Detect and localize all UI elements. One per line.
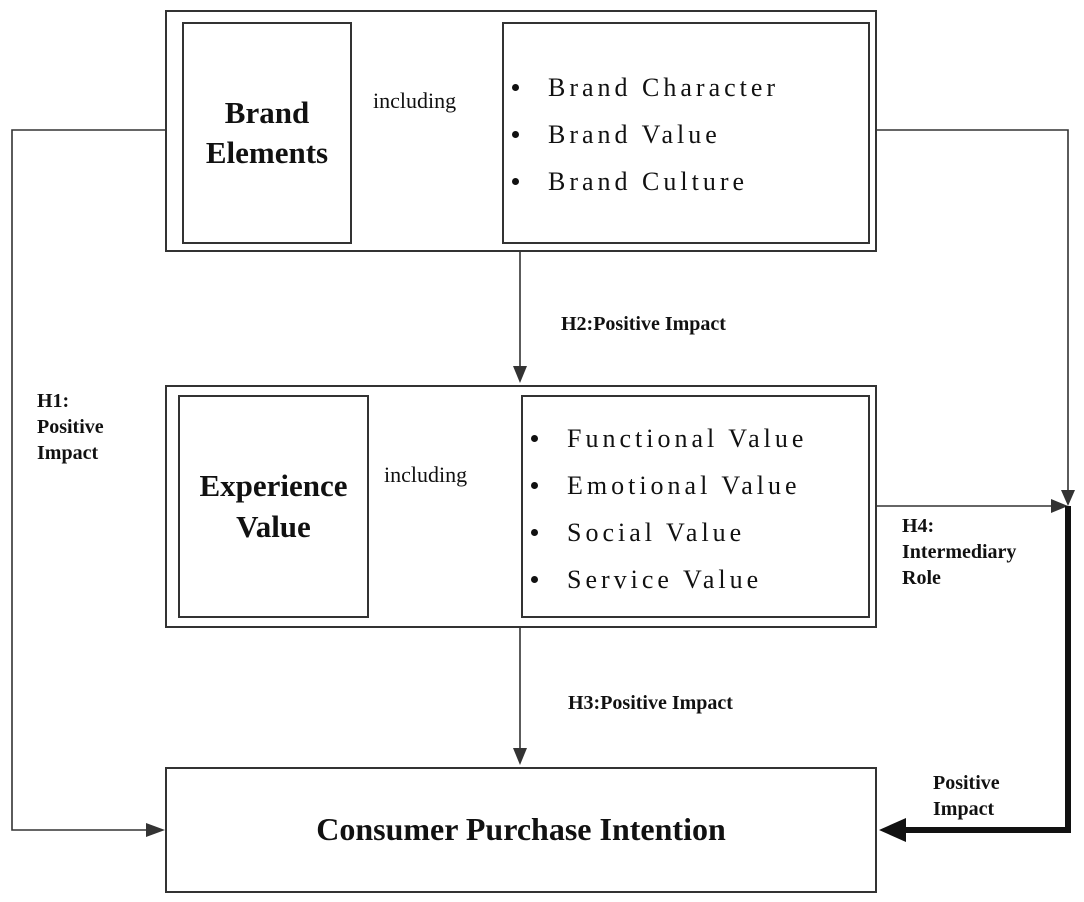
purchase-intention-box <box>165 767 877 893</box>
h4-arrowhead <box>1051 499 1068 513</box>
list-item: Brand Character <box>504 64 779 111</box>
experience-value-box <box>178 395 369 618</box>
list-item: Social Value <box>523 509 807 556</box>
h4-label-line1: H4: <box>902 515 935 537</box>
positive-impact-line2: Impact <box>933 798 995 820</box>
h3-label: H3:Positive Impact <box>568 692 733 714</box>
list-item: Emotional Value <box>523 462 807 509</box>
purchase-intention-title: Consumer Purchase Intention <box>316 811 726 848</box>
experience-components-list: Functional Value Emotional Value Social … <box>523 415 807 603</box>
h3-arrowhead <box>513 748 527 765</box>
list-item: Functional Value <box>523 415 807 462</box>
h1-label-line3: Impact <box>37 442 99 464</box>
h4-label-line2: Intermediary <box>902 541 1017 563</box>
brand-components-box <box>502 22 870 244</box>
h1-connector <box>11 129 165 831</box>
brand-to-mediator-connector <box>877 129 1069 492</box>
mediator-to-intention-connector <box>900 506 1071 833</box>
positive-impact-label: Positive Impact <box>933 770 1000 822</box>
h1-arrowhead <box>146 823 165 837</box>
list-item: Brand Culture <box>504 158 779 205</box>
experience-value-title: Experience Value <box>178 395 369 618</box>
experience-components-box <box>521 395 870 618</box>
brand-elements-title: Brand Elements <box>182 22 352 244</box>
list-item: Brand Value <box>504 111 779 158</box>
positive-impact-line1: Positive <box>933 772 1000 794</box>
brand-elements-box <box>182 22 352 244</box>
h1-label-line2: Positive <box>37 416 104 438</box>
h2-arrowhead <box>513 366 527 383</box>
experience-title-line1: Experience <box>199 468 348 504</box>
positive-impact-arrowhead <box>879 818 906 842</box>
h4-label-line3: Role <box>902 567 941 589</box>
list-item: Service Value <box>523 556 807 603</box>
experience-title-line2: Value <box>236 508 311 544</box>
h2-label: H2:Positive Impact <box>561 313 726 335</box>
brand-components-list: Brand Character Brand Value Brand Cultur… <box>504 64 779 205</box>
experience-including-label: including <box>384 462 468 487</box>
mediator-down-arrowhead <box>1061 490 1075 506</box>
brand-including-label: including <box>373 88 457 113</box>
h4-label: H4: Intermediary Role <box>902 513 1016 591</box>
brand-title-line2: Elements <box>205 135 329 170</box>
h1-label: H1: Positive Impact <box>37 388 104 466</box>
brand-title-line1: Brand <box>224 94 310 130</box>
h1-label-line1: H1: <box>37 390 70 412</box>
